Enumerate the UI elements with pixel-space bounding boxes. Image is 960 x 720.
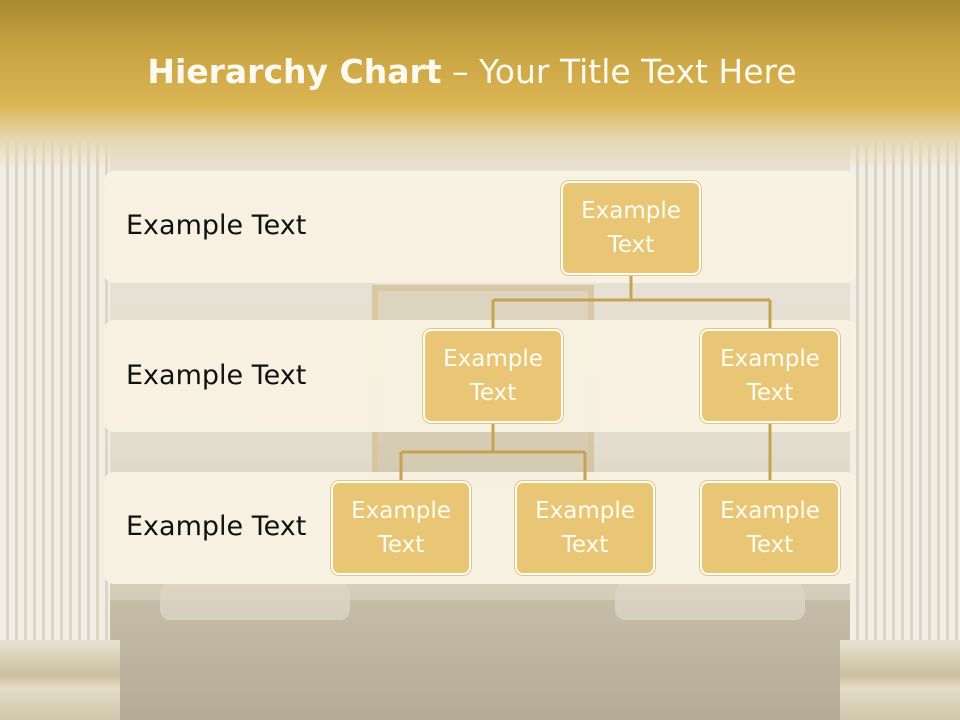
column-right bbox=[840, 110, 960, 720]
connector-left-to-children bbox=[399, 422, 587, 482]
node-level3-a[interactable]: Example Text bbox=[331, 481, 471, 575]
title-banner bbox=[0, 0, 960, 170]
slide-title: Hierarchy Chart – Your Title Text Here bbox=[0, 52, 944, 91]
node-level3-b[interactable]: Example Text bbox=[515, 481, 655, 575]
level-label-2: Example Text bbox=[126, 360, 307, 391]
title-rest: – Your Title Text Here bbox=[441, 52, 797, 91]
level-band-1 bbox=[104, 171, 856, 283]
level-label-1: Example Text bbox=[126, 210, 307, 241]
level-label-3: Example Text bbox=[126, 511, 307, 542]
node-root[interactable]: Example Text bbox=[561, 181, 701, 275]
column-left bbox=[0, 110, 120, 720]
node-level2-left[interactable]: Example Text bbox=[423, 329, 563, 423]
connector-root-to-level2 bbox=[491, 274, 772, 330]
node-level2-right[interactable]: Example Text bbox=[700, 329, 840, 423]
title-bold: Hierarchy Chart bbox=[147, 52, 442, 91]
node-level3-c[interactable]: Example Text bbox=[700, 481, 840, 575]
